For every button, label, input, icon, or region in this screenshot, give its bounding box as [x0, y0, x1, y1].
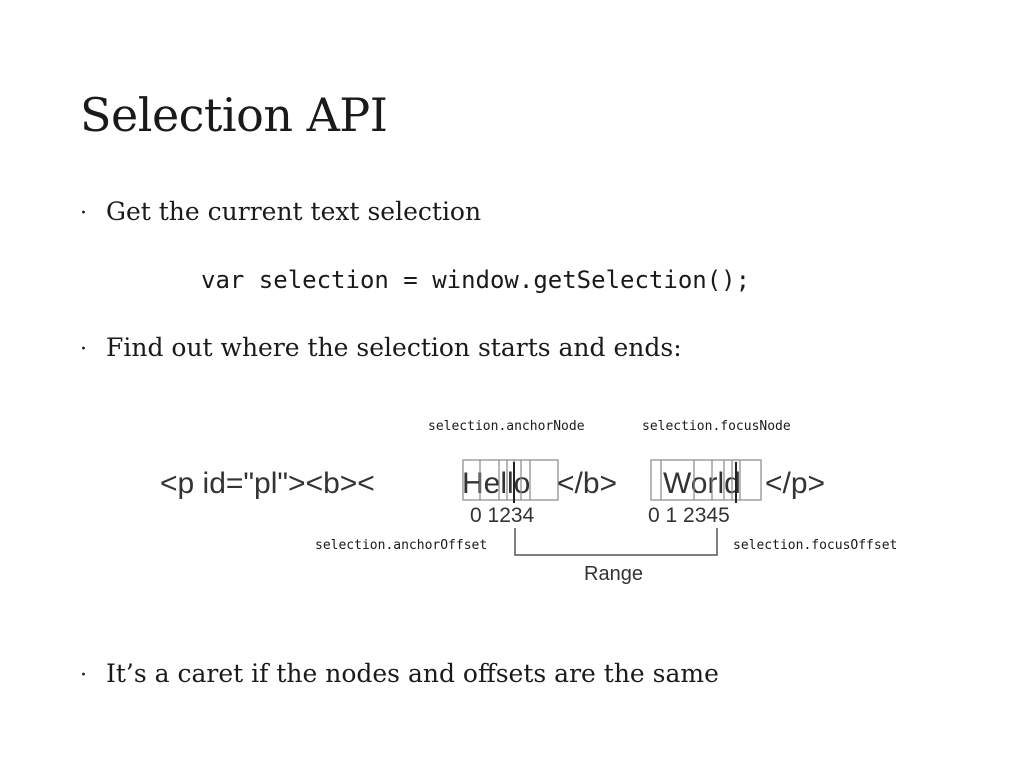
bullet-text: It’s a caret if the nodes and offsets ar… — [106, 659, 719, 688]
bullet-text: Find out where the selection starts and … — [106, 333, 682, 362]
markup-p-close: </p> — [765, 467, 825, 500]
bullet-dot-icon: · — [80, 201, 87, 226]
world-text: World — [663, 467, 741, 500]
bullet-text: Get the current text selection — [106, 197, 482, 226]
bullet-dot-icon: · — [80, 337, 87, 362]
code-snippet: var selection = window.getSelection(); — [201, 266, 751, 294]
bullet-dot-icon: · — [80, 663, 87, 688]
slide-title: Selection API — [80, 88, 388, 142]
hello-indices: 0 1234 — [470, 504, 535, 527]
range-label: Range — [584, 563, 643, 585]
markup-prefix: <p id="pl"><b>< — [160, 467, 375, 500]
hello-text: Hello — [462, 467, 530, 500]
focus-node-label: selection.focusNode — [642, 419, 791, 434]
bullet-item: · It’s a caret if the nodes and offsets … — [80, 659, 719, 688]
markup-b-close: </b> — [557, 467, 617, 500]
bullet-item: · Find out where the selection starts an… — [80, 333, 682, 362]
world-indices: 0 1 2345 — [648, 504, 730, 527]
anchor-offset-label: selection.anchorOffset — [315, 538, 488, 553]
range-bracket — [514, 528, 718, 556]
focus-offset-label: selection.focusOffset — [733, 538, 898, 553]
bullet-item: · Get the current text selection — [80, 197, 481, 226]
world-char-boxes — [650, 459, 762, 501]
anchor-node-label: selection.anchorNode — [428, 419, 585, 434]
